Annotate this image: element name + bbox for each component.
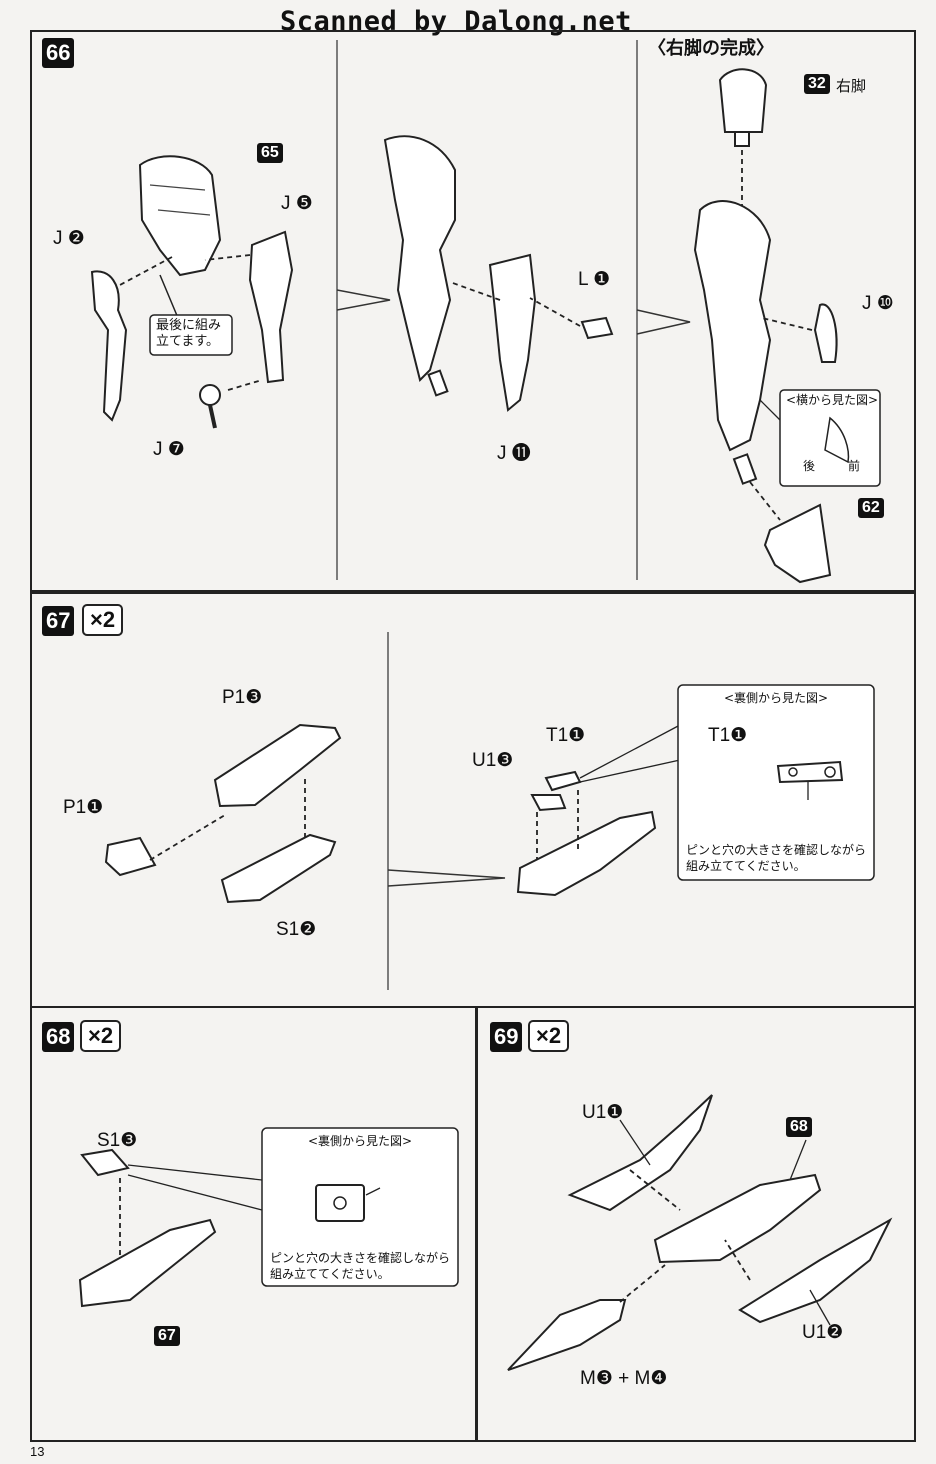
part-67-drawing <box>78 1218 217 1308</box>
part-j7-drawing <box>199 384 221 406</box>
part-s12-drawing <box>220 833 337 904</box>
label-j5: J ❺ <box>281 193 313 214</box>
part-65-badge: 65 <box>257 143 283 163</box>
lower-leg-drawing <box>383 135 456 382</box>
label-j2: J ❷ <box>53 228 85 249</box>
step-number: 68 <box>42 1022 75 1052</box>
side-view-back: 後 <box>803 459 816 473</box>
step-67-panel: 67 ×2 <box>30 592 916 1008</box>
part-68-assembly-drawing <box>653 1173 822 1264</box>
step-68-panel: 68 ×2 <box>30 1006 478 1442</box>
multiplier-badge: ×2 <box>80 1020 122 1052</box>
part-j5-drawing <box>248 230 294 384</box>
part-u11-drawing <box>567 1094 713 1212</box>
step-number: 66 <box>42 38 75 68</box>
part-m34-drawing <box>507 1299 627 1371</box>
label-u13: U1❸ <box>472 750 514 771</box>
assembly-u13-drawing <box>516 810 657 897</box>
part-u13-drawing <box>530 794 567 812</box>
label-u11: U1❶ <box>582 1102 624 1123</box>
label-l1: L ❶ <box>578 269 611 290</box>
multiplier-badge: ×2 <box>82 604 124 636</box>
part-j10-drawing <box>813 303 838 363</box>
part-32-badge: 32 <box>804 74 830 94</box>
part-32-drawing <box>718 68 768 133</box>
part-32-name: 右脚 <box>836 78 867 95</box>
multiplier-badge: ×2 <box>528 1020 570 1052</box>
page-number: 13 <box>30 1444 45 1459</box>
label-j10: J ❿ <box>862 293 894 314</box>
label-p11: P1❶ <box>63 797 104 818</box>
part-62-badge: 62 <box>858 498 884 518</box>
back-view-note-67: ピンと穴の大きさを確認しながら 組み立ててください。 <box>686 843 867 873</box>
step-number: 69 <box>490 1022 523 1052</box>
label-j7: J ❼ <box>153 439 185 460</box>
label-u12: U1❷ <box>802 1322 844 1343</box>
label-m34: M❸ + M❹ <box>580 1368 668 1389</box>
label-p13: P1❸ <box>222 687 263 708</box>
back-view-note-68: ピンと穴の大きさを確認しながら 組み立ててください。 <box>270 1251 451 1281</box>
part-65-drawing <box>138 155 222 277</box>
side-view-front: 前 <box>848 459 861 473</box>
part-j11-drawing <box>488 253 537 412</box>
label-s13: S1❸ <box>97 1130 138 1151</box>
part-p11-drawing <box>104 836 157 877</box>
label-s12: S1❷ <box>276 919 317 940</box>
part-s13-drawing <box>80 1148 130 1177</box>
note-assemble-last: 最後に組み 立てます。 <box>156 318 222 349</box>
back-view-title-68: <裏側から見た図> <box>308 1134 413 1148</box>
label-t11-back: T1❶ <box>708 725 748 746</box>
part-68-badge: 68 <box>786 1117 812 1137</box>
part-p13-drawing <box>213 723 342 808</box>
part-u12-drawing <box>738 1217 893 1324</box>
step-69-panel: 69 ×2 <box>476 1006 916 1442</box>
step-66-panel: 66 <box>30 30 916 592</box>
part-67-badge: 67 <box>154 1326 180 1346</box>
leg-assembly-drawing <box>693 200 772 452</box>
label-t11: T1❶ <box>546 725 586 746</box>
side-view-title: <横から見た図> <box>786 393 879 407</box>
part-j2-drawing <box>90 270 128 422</box>
completion-title: 〈右脚の完成〉 <box>648 38 774 58</box>
part-l1-drawing <box>580 316 614 340</box>
label-j11: J ⓫ <box>497 443 531 464</box>
step-number: 67 <box>42 606 75 636</box>
part-62-drawing <box>763 503 832 584</box>
back-view-title-67: <裏側から見た図> <box>724 691 829 705</box>
